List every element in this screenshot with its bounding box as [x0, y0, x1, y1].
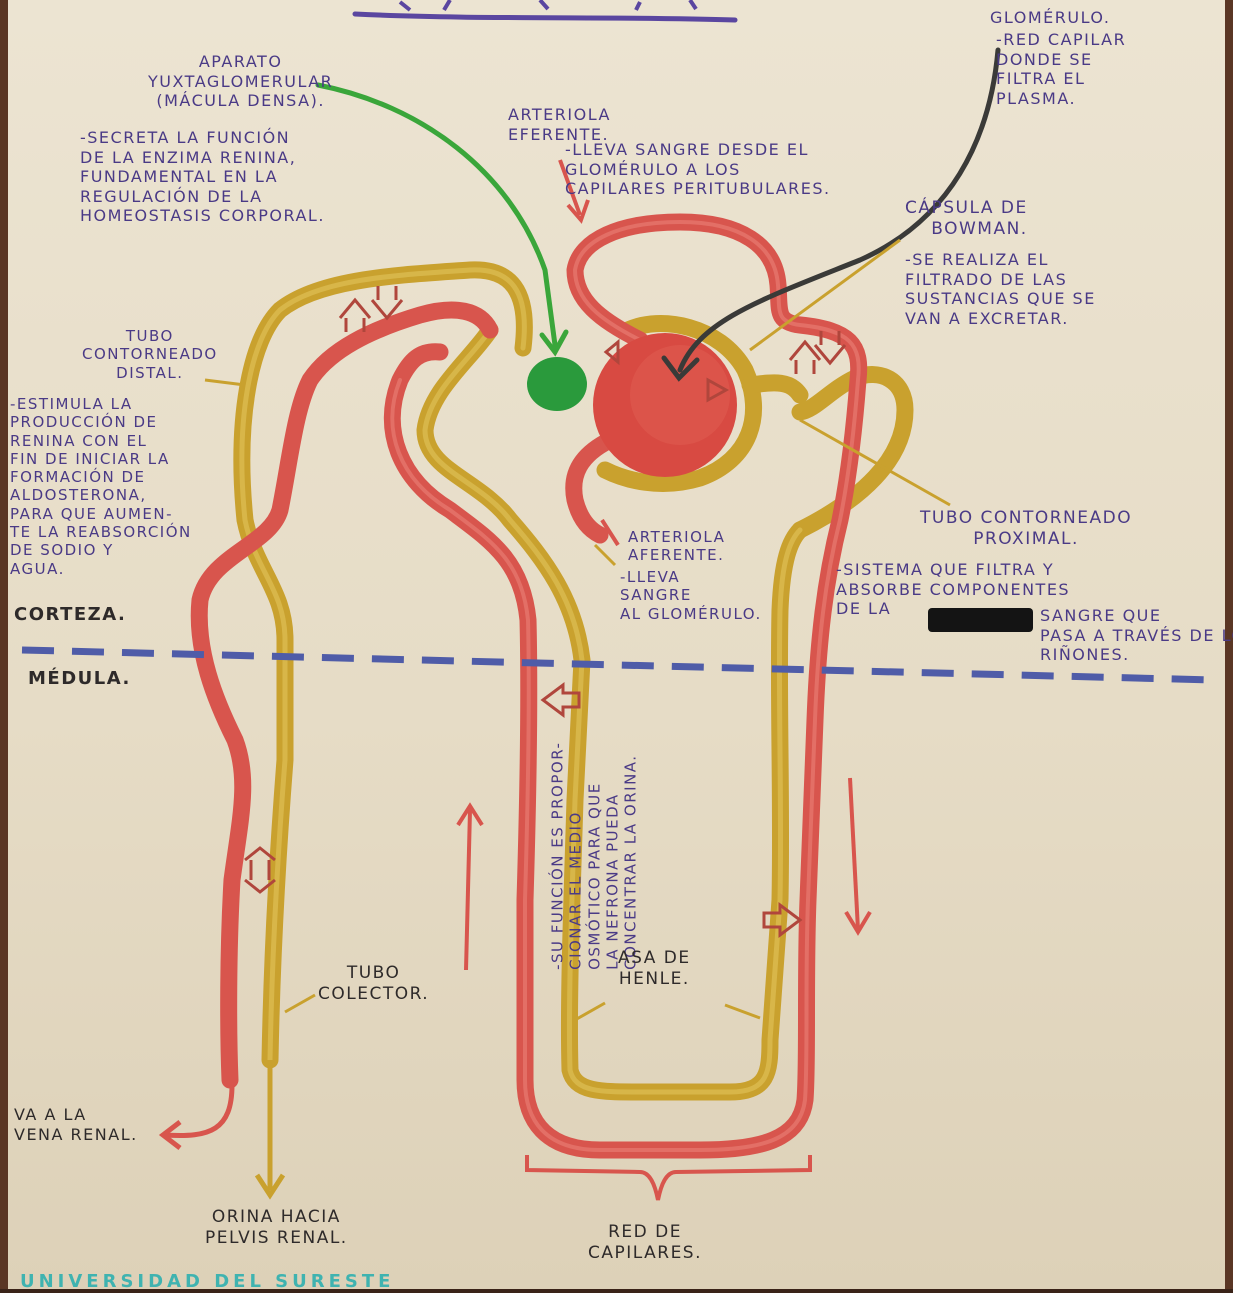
title-scribble — [400, 0, 696, 10]
footer-university: UNIVERSIDAD DEL SURESTE — [20, 1271, 394, 1293]
linea-asa-henle-2 — [725, 1005, 760, 1018]
title-underline — [355, 14, 735, 20]
tubo-proximal-title: TUBO CONTORNEADO PROXIMAL. — [920, 508, 1132, 549]
aparato-yuxtaglomerular-title: APARATO YUXTAGLOMERULAR (MÁCULA DENSA). — [148, 52, 333, 111]
orina-label: ORINA HACIA PELVIS RENAL. — [205, 1207, 348, 1248]
flecha-intercambio-1 — [340, 300, 370, 332]
tubo-proximal-desc-tail: SANGRE QUE PASA A TRAVÉS DE LOS RIÑONES. — [1040, 606, 1233, 665]
tubo-distal-title: TUBO CONTORNEADO DISTAL. — [82, 327, 218, 382]
capsula-bowman-title: CÁPSULA DE BOWMAN. — [905, 198, 1028, 239]
region-medula: MÉDULA. — [28, 668, 131, 690]
asa-henle-desc: -SU FUNCIÓN ES PROPOR- CIONAR EL MEDIO O… — [548, 742, 639, 970]
linea-aferente — [595, 545, 615, 565]
linea-asa-henle — [575, 1003, 605, 1020]
flecha-flujo-descendente — [850, 778, 858, 930]
flecha-intercambio-2 — [372, 286, 402, 318]
arteriola-aferente-title: ARTERIOLA AFERENTE. — [628, 528, 725, 565]
glomerulo-desc: -RED CAPILAR DONDE SE FILTRA EL PLASMA. — [996, 30, 1126, 108]
flecha-flujo-ascendente — [466, 810, 470, 970]
tubo-distal-desc: -ESTIMULA LA PRODUCCIÓN DE RENINA CON EL… — [10, 395, 192, 578]
red-capilares-label: RED DE CAPILARES. — [588, 1222, 702, 1263]
arteriola-eferente-desc: -LLEVA SANGRE DESDE EL GLOMÉRULO A LOS C… — [565, 140, 831, 199]
tubo-proximal-desc: -SISTEMA QUE FILTRA Y ABSORBE COMPONENTE… — [836, 560, 1070, 619]
glomerulo-title: GLOMÉRULO. — [990, 8, 1110, 28]
tubo-colector-label: TUBO COLECTOR. — [318, 963, 429, 1004]
aparato-yuxtaglomerular-desc: -SECRETA LA FUNCIÓN DE LA ENZIMA RENINA,… — [80, 128, 325, 226]
arteriola-aferente-desc: -LLEVA SANGRE AL GLOMÉRULO. — [620, 568, 762, 623]
capsula-bowman-desc: -SE REALIZA EL FILTRADO DE LAS SUSTANCIA… — [905, 250, 1096, 328]
linea-tubo-proximal — [800, 420, 950, 505]
region-corteza: CORTEZA. — [14, 604, 126, 626]
macula-densa — [527, 357, 587, 411]
vena-renal-label: VA A LA VENA RENAL. — [14, 1105, 138, 1144]
llave-red-capilares — [527, 1155, 810, 1200]
arteriola-eferente-title: ARTERIOLA EFERENTE. — [508, 105, 611, 144]
linea-tubo-colector — [285, 995, 315, 1012]
asa-henle-title: ASA DE HENLE. — [618, 948, 691, 989]
